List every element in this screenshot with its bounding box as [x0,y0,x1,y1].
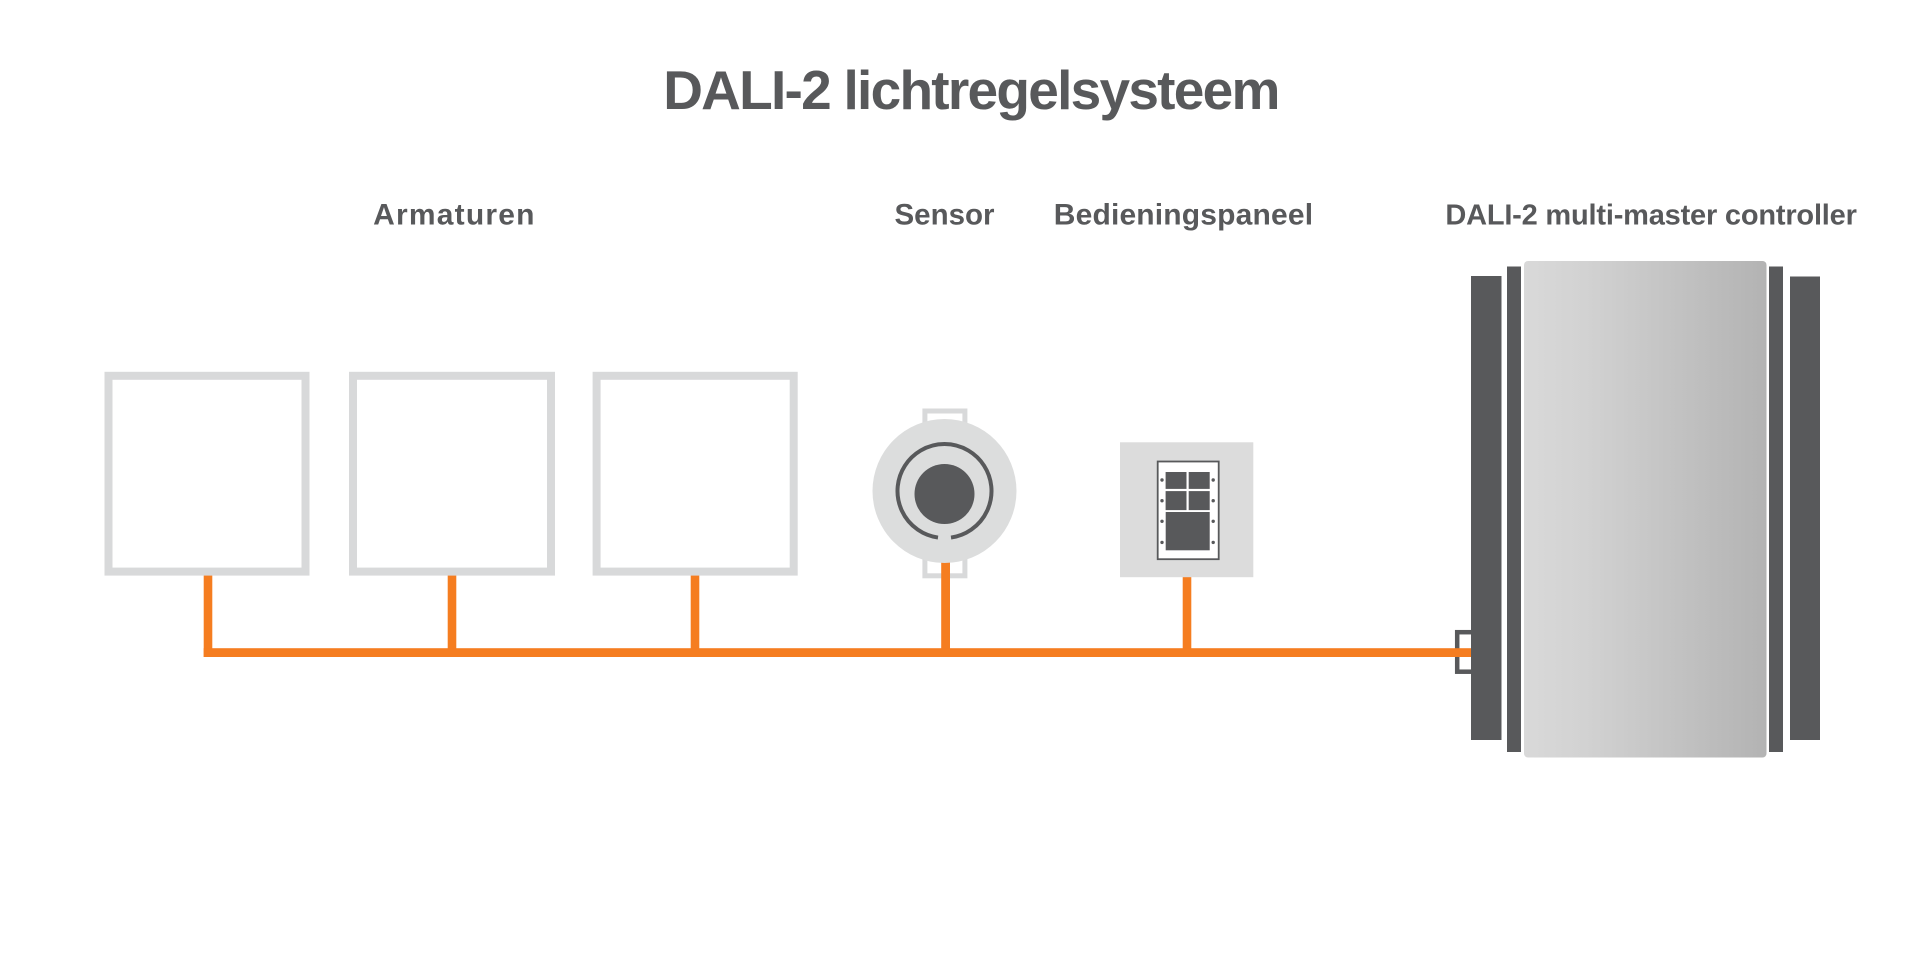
svg-text:DALI-2 lichtregelsysteem: DALI-2 lichtregelsysteem [663,59,1278,121]
svg-text:Sensor: Sensor [894,199,995,232]
svg-text:Armaturen: Armaturen [373,199,536,232]
svg-text:Bedieningspaneel: Bedieningspaneel [1054,199,1313,232]
svg-text:DALI-2 multi-master controller: DALI-2 multi-master controller [1445,200,1856,232]
